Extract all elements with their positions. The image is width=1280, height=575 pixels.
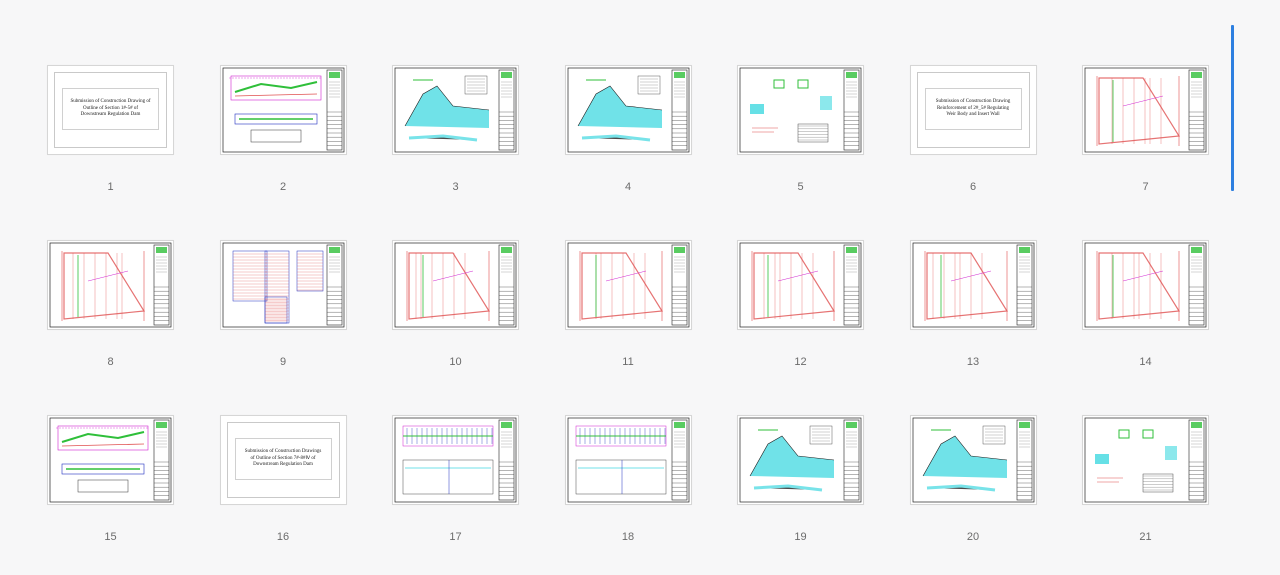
page-number: 12 bbox=[794, 356, 807, 368]
cad-drawing bbox=[739, 242, 862, 328]
page-number: 6 bbox=[969, 181, 977, 193]
page-number: 10 bbox=[449, 356, 462, 368]
cad-drawing bbox=[739, 417, 862, 503]
page-thumbnail[interactable]: 18 bbox=[564, 415, 692, 575]
cad-drawing bbox=[912, 242, 1034, 328]
page-preview bbox=[737, 240, 864, 330]
page-number: 16 bbox=[276, 531, 290, 543]
page-number: 8 bbox=[107, 356, 114, 368]
page-preview bbox=[564, 415, 692, 505]
page-number: 21 bbox=[1139, 531, 1152, 543]
cad-drawing bbox=[394, 67, 517, 153]
page-number: 13 bbox=[966, 356, 980, 368]
page-preview bbox=[219, 65, 347, 155]
page-thumbnail[interactable]: 17 bbox=[392, 415, 519, 575]
cad-drawing bbox=[1084, 417, 1207, 503]
page-thumbnail[interactable]: 3 bbox=[392, 65, 519, 225]
vertical-scrollbar[interactable] bbox=[1231, 25, 1234, 191]
page-number: 14 bbox=[1139, 356, 1152, 368]
cad-drawing bbox=[567, 242, 689, 328]
cad-drawing bbox=[567, 67, 689, 153]
cad-drawing bbox=[49, 417, 172, 503]
cover-title: Submission of Construction Drawing Reinf… bbox=[924, 88, 1022, 130]
cover-title: Submission of Construction Drawing of Ou… bbox=[62, 88, 159, 130]
page-preview bbox=[1082, 415, 1209, 505]
cover-title: Submission of Construction Drawings of O… bbox=[234, 438, 332, 480]
cad-drawing bbox=[912, 417, 1034, 503]
page-preview bbox=[392, 415, 519, 505]
thumbnail-grid: Submission of Construction Drawing of Ou… bbox=[47, 65, 1209, 575]
cad-drawing bbox=[394, 417, 517, 503]
page-border bbox=[54, 72, 167, 148]
page-preview bbox=[909, 240, 1037, 330]
page-number: 5 bbox=[797, 181, 804, 193]
cad-drawing bbox=[1084, 242, 1207, 328]
cad-drawing bbox=[739, 67, 862, 153]
page-thumbnail[interactable]: 13 bbox=[909, 240, 1037, 400]
page-thumbnail[interactable]: 7 bbox=[1082, 65, 1209, 225]
page-number: 19 bbox=[794, 531, 807, 543]
page-preview bbox=[909, 415, 1037, 505]
page-thumbnail[interactable]: 4 bbox=[564, 65, 692, 225]
page-thumbnail[interactable]: Submission of Construction Drawing of Ou… bbox=[47, 65, 174, 225]
cad-drawing bbox=[49, 242, 172, 328]
page-thumbnail[interactable]: 10 bbox=[392, 240, 519, 400]
page-thumbnail[interactable]: 14 bbox=[1082, 240, 1209, 400]
cad-drawing bbox=[1084, 67, 1207, 153]
page-thumbnail[interactable]: 21 bbox=[1082, 415, 1209, 575]
page-thumbnail[interactable]: Submission of Construction Drawing Reinf… bbox=[909, 65, 1037, 225]
page-number: 3 bbox=[452, 181, 459, 193]
page-thumbnail[interactable]: 5 bbox=[737, 65, 864, 225]
page-number: 2 bbox=[279, 181, 287, 193]
page-thumbnail[interactable]: 12 bbox=[737, 240, 864, 400]
page-preview bbox=[219, 240, 347, 330]
page-thumbnail[interactable]: 8 bbox=[47, 240, 174, 400]
page-preview bbox=[47, 240, 174, 330]
page-number: 4 bbox=[624, 181, 632, 193]
cad-drawing bbox=[222, 67, 344, 153]
page-preview bbox=[47, 415, 174, 505]
page-preview: Submission of Construction Drawing Reinf… bbox=[909, 65, 1037, 155]
page-number: 9 bbox=[279, 356, 287, 368]
page-preview bbox=[737, 65, 864, 155]
page-thumbnail[interactable]: 11 bbox=[564, 240, 692, 400]
page-thumbnail[interactable]: 20 bbox=[909, 415, 1037, 575]
page-border bbox=[916, 72, 1030, 148]
cad-drawing bbox=[394, 242, 517, 328]
page-number: 18 bbox=[621, 531, 635, 543]
page-preview bbox=[392, 65, 519, 155]
cad-drawing bbox=[222, 242, 344, 328]
page-number: 7 bbox=[1142, 181, 1149, 193]
page-number: 11 bbox=[622, 356, 634, 368]
page-number: 20 bbox=[966, 531, 980, 543]
page-thumbnail[interactable]: 9 bbox=[219, 240, 347, 400]
page-thumbnail[interactable]: Submission of Construction Drawings of O… bbox=[219, 415, 347, 575]
page-number: 15 bbox=[104, 531, 117, 543]
page-preview bbox=[392, 240, 519, 330]
page-number: 1 bbox=[107, 181, 114, 193]
page-preview: Submission of Construction Drawings of O… bbox=[219, 415, 347, 505]
page-preview bbox=[1082, 240, 1209, 330]
cad-drawing bbox=[567, 417, 689, 503]
page-preview bbox=[1082, 65, 1209, 155]
page-thumbnail[interactable]: 2 bbox=[219, 65, 347, 225]
page-preview bbox=[564, 65, 692, 155]
page-thumbnail[interactable]: 15 bbox=[47, 415, 174, 575]
page-preview bbox=[737, 415, 864, 505]
page-number: 17 bbox=[449, 531, 462, 543]
page-border bbox=[226, 422, 340, 498]
page-thumbnail[interactable]: 19 bbox=[737, 415, 864, 575]
page-preview bbox=[564, 240, 692, 330]
page-preview: Submission of Construction Drawing of Ou… bbox=[47, 65, 174, 155]
